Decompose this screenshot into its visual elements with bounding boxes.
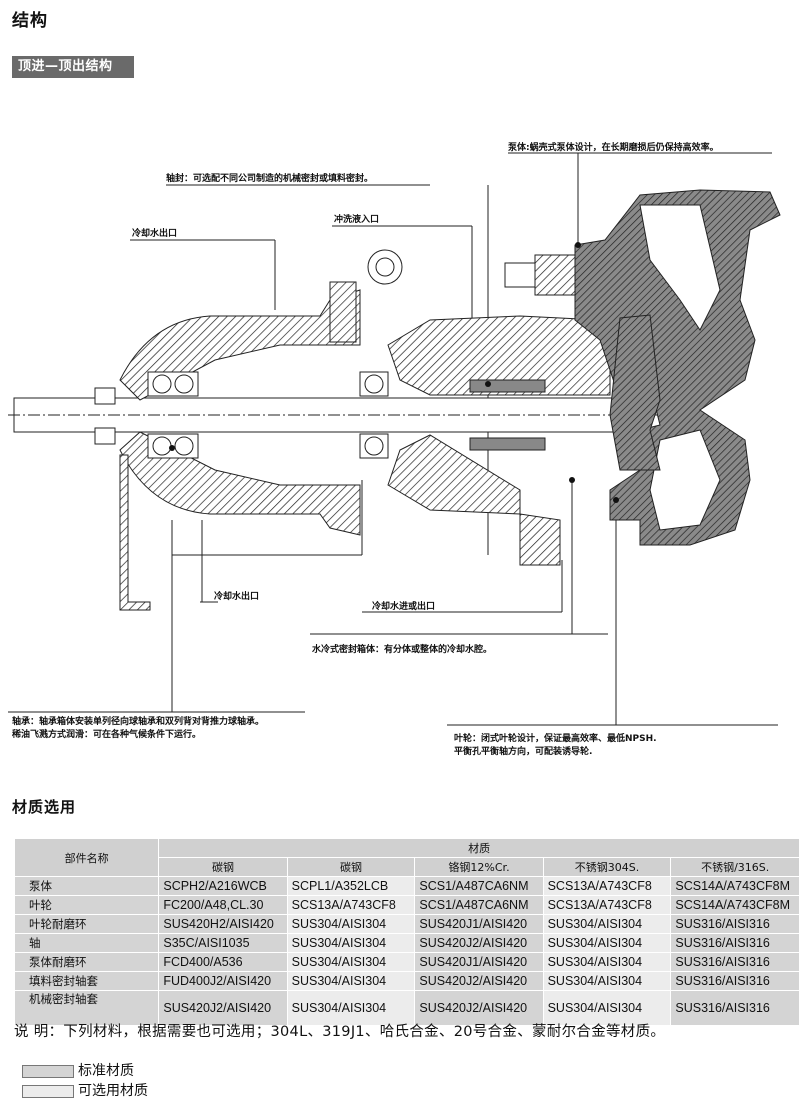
material-cell: SCPH2/A216WCB — [158, 876, 288, 896]
materials-table: 部件名称 材质 碳钢 碳钢 铬钢12%Cr. 不锈钢304S. 不锈钢/316S… — [13, 838, 800, 1026]
material-cell: SUS316/AISI316 — [670, 952, 800, 972]
callout-bearing-line2: 稀油飞溅方式润滑：可在各种气候条件下运行。 — [12, 730, 202, 740]
callout-impeller-line2: 平衡孔平衡轴方向，可配装诱导轮. — [454, 747, 593, 757]
material-cell: SUS420J1/AISI420 — [414, 952, 544, 972]
material-cell: SUS420J2/AISI420 — [414, 971, 544, 991]
legend-item-standard: 标准材质 — [22, 1060, 134, 1080]
materials-title: 材质选用 — [12, 798, 77, 816]
callout-cooling-outlet-bottom: 冷却水出口 — [214, 592, 260, 602]
material-cell: SCS13A/A743CF8 — [542, 895, 672, 915]
material-header: 材质 — [158, 838, 800, 858]
material-cell: SUS316/AISI316 — [670, 933, 800, 953]
column-header: 不锈钢304S. — [542, 857, 672, 877]
material-cell: SUS304/AISI304 — [286, 914, 416, 934]
callout-impeller: 叶轮：闭式叶轮设计，保证最高效率、最低NPSH. 平衡孔平衡轴方向，可配装诱导轮… — [454, 733, 657, 759]
section-title: 结构 — [12, 11, 48, 31]
material-cell: SUS316/AISI316 — [670, 971, 800, 991]
material-cell: SUS420H2/AISI420 — [158, 914, 288, 934]
material-cell: SCPL1/A352LCB — [286, 876, 416, 896]
material-cell: SUS420J1/AISI420 — [414, 914, 544, 934]
part-name-cell: 叶轮耐磨环 — [13, 914, 160, 934]
column-header: 碳钢 — [286, 857, 416, 877]
material-cell: SCS1/A487CA6NM — [414, 895, 544, 915]
material-cell: SUS304/AISI304 — [542, 933, 672, 953]
material-cell: SUS304/AISI304 — [542, 990, 672, 1026]
material-cell: SUS304/AISI304 — [542, 914, 672, 934]
material-cell: SUS316/AISI316 — [670, 990, 800, 1026]
material-cell: SCS14A/A743CF8M — [670, 876, 800, 896]
pump-cross-section-drawing — [8, 152, 781, 726]
material-cell: SUS420J2/AISI420 — [158, 990, 288, 1026]
column-header: 不锈钢/316S. — [670, 857, 800, 877]
structure-tag: 顶进—顶出结构 — [12, 56, 134, 78]
material-cell: FUD400J2/AISI420 — [158, 971, 288, 991]
part-name-cell: 泵体 — [13, 876, 160, 896]
callout-pump-body: 泵体:蜗壳式泵体设计，在长期磨损后仍保持高效率。 — [508, 143, 719, 153]
material-cell: SUS304/AISI304 — [286, 952, 416, 972]
material-cell: FC200/A48,CL.30 — [158, 895, 288, 915]
material-cell: SUS420J2/AISI420 — [414, 990, 544, 1026]
part-name-header: 部件名称 — [13, 838, 160, 877]
leader-dot — [575, 242, 581, 248]
material-cell: SUS316/AISI316 — [670, 914, 800, 934]
callout-cooling-in-out: 冷却水进或出口 — [372, 602, 436, 612]
column-header: 碳钢 — [158, 857, 288, 877]
part-name-cell: 叶轮 — [13, 895, 160, 915]
material-cell: SUS420J2/AISI420 — [414, 933, 544, 953]
legend-swatch-standard — [22, 1064, 74, 1078]
column-header: 铬钢12%Cr. — [414, 857, 544, 877]
material-cell: S35C/AISI1035 — [158, 933, 288, 953]
material-cell: FCD400/A536 — [158, 952, 288, 972]
callout-bearing: 轴承：轴承箱体安装单列径向球轴承和双列背对背推力球轴承。 稀油飞溅方式润滑：可在… — [12, 716, 264, 742]
materials-note: 说 明：下列材料，根据需要也可选用；304L、319J1、哈氏合金、20号合金、… — [14, 1024, 666, 1040]
part-name-cell: 机械密封轴套 — [13, 990, 160, 1026]
material-cell: SUS304/AISI304 — [286, 990, 416, 1026]
callout-cooling-outlet-top: 冷却水出口 — [132, 229, 178, 239]
legend-label-standard: 标准材质 — [78, 1063, 134, 1079]
callout-shaft-seal: 轴封：可选配不同公司制造的机械密封或填料密封。 — [166, 174, 374, 184]
material-cell: SCS14A/A743CF8M — [670, 895, 800, 915]
legend-swatch-optional — [22, 1084, 74, 1098]
callout-seal-box: 水冷式密封箱体：有分体或整体的冷却水腔。 — [312, 645, 493, 655]
legend-label-optional: 可选用材质 — [78, 1083, 148, 1099]
part-name-cell: 轴 — [13, 933, 160, 953]
material-cell: SUS304/AISI304 — [286, 971, 416, 991]
material-cell: SCS1/A487CA6NM — [414, 876, 544, 896]
part-name-cell: 泵体耐磨环 — [13, 952, 160, 972]
material-cell: SCS13A/A743CF8 — [286, 895, 416, 915]
callout-flush-inlet: 冲洗液入口 — [334, 215, 380, 225]
callout-impeller-line1: 叶轮：闭式叶轮设计，保证最高效率、最低NPSH. — [454, 734, 657, 744]
material-cell: SCS13A/A743CF8 — [542, 876, 672, 896]
material-cell: SUS304/AISI304 — [542, 952, 672, 972]
legend-item-optional: 可选用材质 — [22, 1080, 148, 1100]
material-cell: SUS304/AISI304 — [542, 971, 672, 991]
part-name-cell: 填料密封轴套 — [13, 971, 160, 991]
callout-bearing-line1: 轴承：轴承箱体安装单列径向球轴承和双列背对背推力球轴承。 — [12, 717, 265, 727]
material-cell: SUS304/AISI304 — [286, 933, 416, 953]
